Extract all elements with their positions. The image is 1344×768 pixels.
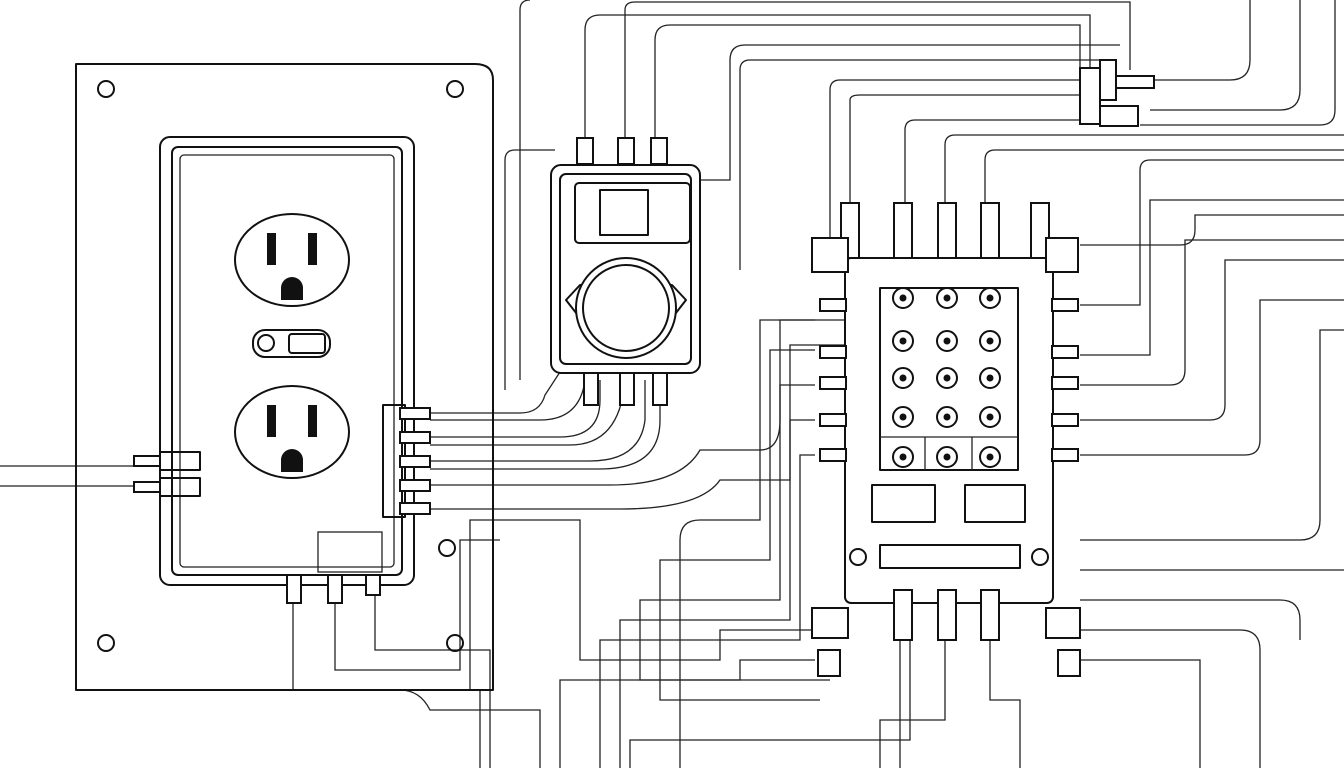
terminal-screw-icon (979, 406, 1001, 428)
terminal-screw-icon (936, 367, 958, 389)
toggle-switch (252, 329, 331, 358)
screw-icon (446, 80, 464, 98)
terminal-screw-dot (899, 294, 907, 302)
side-lug-right (1051, 298, 1079, 312)
terminal-screw-icon (936, 287, 958, 309)
side-lug-left (819, 345, 847, 359)
corner-lug (1045, 607, 1081, 639)
screw-icon (97, 634, 115, 652)
terminal-screw-dot (986, 294, 994, 302)
receptacle-top (234, 213, 350, 307)
corner-lug (1045, 237, 1079, 273)
terminal-screw-icon (979, 446, 1001, 468)
terminal-screw-icon (936, 406, 958, 428)
terminal-block-left (133, 404, 431, 518)
side-lug-left (819, 413, 847, 427)
top-lug (937, 202, 957, 259)
corner-lug (1057, 649, 1081, 677)
terminal-screw-icon (979, 287, 1001, 309)
screw-icon (97, 80, 115, 98)
terminal-screw-icon (936, 330, 958, 352)
terminal-screw-icon (892, 406, 914, 428)
terminal-screw-dot (986, 374, 994, 382)
terminal-screw-dot (899, 337, 907, 345)
terminal-screw-icon (892, 330, 914, 352)
terminal-screw-dot (943, 337, 951, 345)
side-lug-left (819, 448, 847, 462)
top-lug (980, 202, 1000, 259)
side-lug-left (819, 298, 847, 312)
terminal-screw-dot (986, 413, 994, 421)
terminal-screw-dot (899, 374, 907, 382)
side-lug-right (1051, 413, 1079, 427)
top-lug (1030, 202, 1050, 259)
terminal-block-top-right (1079, 59, 1155, 127)
side-lug-right (1051, 345, 1079, 359)
terminal-screw-icon (892, 367, 914, 389)
side-lug-left (819, 376, 847, 390)
terminal-screw-dot (943, 294, 951, 302)
terminal-screw-icon (979, 330, 1001, 352)
meter-box (550, 137, 701, 406)
terminal-screw-icon (936, 446, 958, 468)
wall-plate (75, 63, 494, 691)
terminal-screw-dot (943, 413, 951, 421)
corner-lug (811, 607, 849, 639)
bottom-lug (980, 589, 1000, 641)
screw-icon (446, 634, 464, 652)
terminal-screw-icon (892, 287, 914, 309)
terminal-screw-dot (986, 337, 994, 345)
duplex-outlet (133, 213, 431, 604)
terminal-screw-icon (979, 367, 1001, 389)
breaker-panel (811, 202, 1081, 677)
corner-lug (817, 649, 841, 677)
top-lug (893, 202, 913, 259)
terminal-screw-dot (899, 453, 907, 461)
bottom-lug (937, 589, 957, 641)
terminal-screw-dot (986, 453, 994, 461)
terminal-screw-dot (899, 413, 907, 421)
bottom-lug (893, 589, 913, 641)
terminal-screw-dot (943, 453, 951, 461)
screw-icon (438, 539, 456, 557)
terminal-screw-dot (943, 374, 951, 382)
receptacle-bottom (234, 385, 350, 479)
terminal-grid (892, 287, 1001, 468)
corner-lug (811, 237, 849, 273)
side-lug-right (1051, 448, 1079, 462)
terminal-screw-icon (892, 446, 914, 468)
side-lug-right (1051, 376, 1079, 390)
